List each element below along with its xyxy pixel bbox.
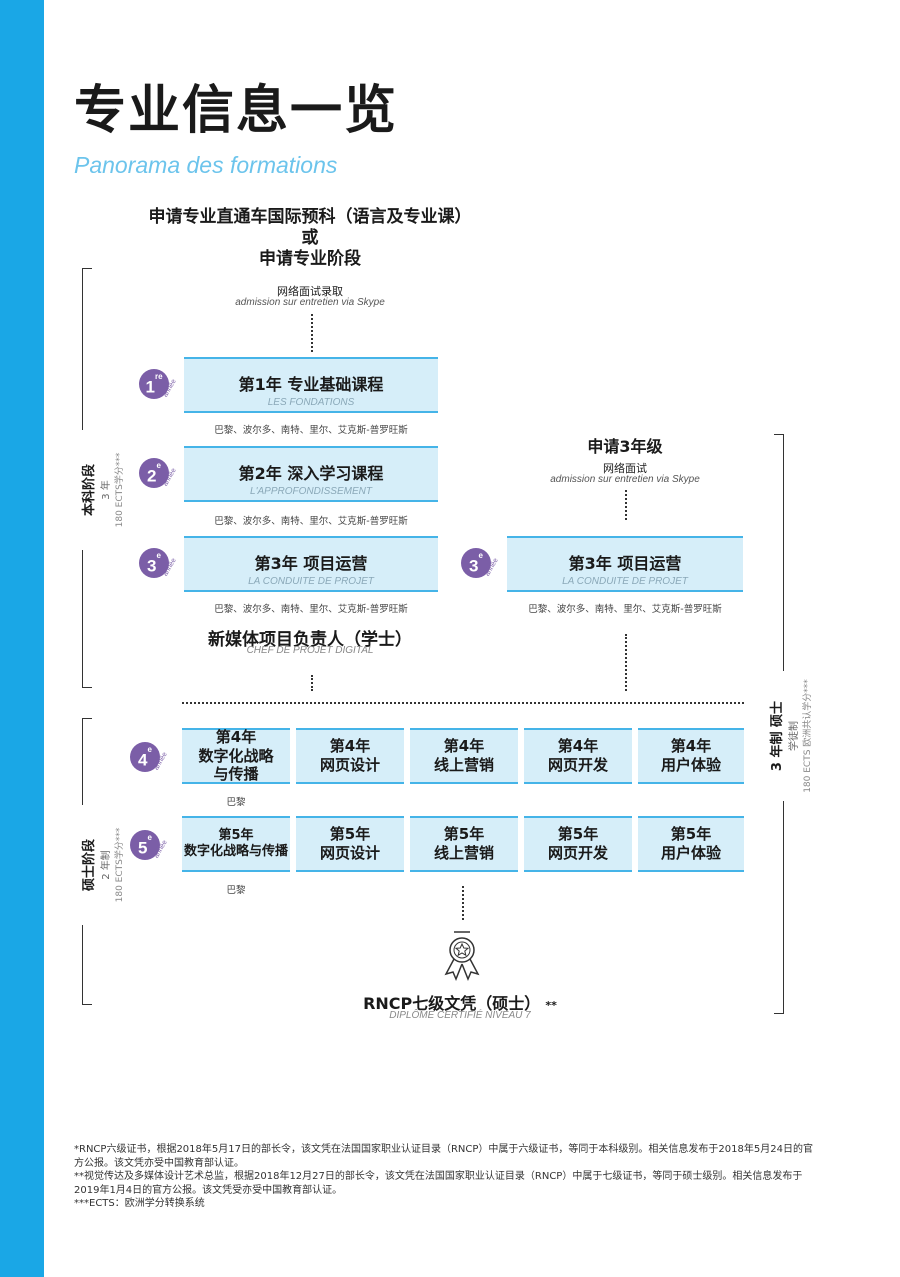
master-diploma-cn: RNCP七级文凭（硕士） xyxy=(363,994,541,1013)
year5-box-strategy: 第5年数字化战略与传播 xyxy=(182,816,290,872)
section-separator xyxy=(182,702,744,704)
left-accent-bar xyxy=(0,0,44,1277)
third-year-admission-cn: 网络面试 xyxy=(603,462,647,475)
master3-side-label: 3 年制 硕士 学徒制 180 ECTS 欧洲共认学分*** xyxy=(766,671,814,801)
year5-box-webdesign: 第5年网页设计 xyxy=(296,816,404,872)
master3-sub: 学徒制 xyxy=(789,721,800,751)
intro-line1: 申请专业直通车国际预科（语言及专业课） xyxy=(148,207,472,227)
connector-dots xyxy=(625,634,627,691)
connector-dots xyxy=(462,886,464,920)
year1-title: 第1年 专业基础课程 xyxy=(238,375,384,394)
year5-city: 巴黎 xyxy=(226,885,246,896)
intro-block: 申请专业直通车国际预科（语言及专业课） 或 申请专业阶段 xyxy=(90,207,530,270)
intro-line3: 申请专业阶段 xyxy=(259,249,361,269)
intro-admission-fr: admission sur entretien via Skype xyxy=(235,297,385,308)
master3-label: 3 年制 硕士 xyxy=(770,700,785,772)
third-year-box: 第3年 项目运营 LA CONDUITE DE PROJET xyxy=(507,536,743,592)
year2-title: 第2年 深入学习课程 xyxy=(238,464,384,483)
third-year-box-title: 第3年 项目运营 xyxy=(568,554,682,573)
bachelor-degree-fr: CHEF DE PROJET DIGITAL xyxy=(246,645,374,656)
connector-dots xyxy=(311,675,313,691)
year1-badge: 1re xyxy=(139,369,169,399)
year1-box: 第1年 专业基础课程 LES FONDATIONS xyxy=(184,357,438,413)
master-diploma-fr: DIPLÔME CERTIFIÉ NIVEAU 7 xyxy=(389,1010,531,1021)
year3-subtitle: LA CONDUITE DE PROJET xyxy=(248,576,374,587)
third-year-title: 申请3年级 xyxy=(587,437,663,456)
footnote-1: *RNCP六级证书，根据2018年5月17日的部长令，该文凭在法国国家职业认证目… xyxy=(74,1144,813,1169)
year5-box-marketing: 第5年线上营销 xyxy=(410,816,518,872)
third-year-admission-fr: admission sur entretien via Skype xyxy=(550,474,700,485)
year5-box-webdev: 第5年网页开发 xyxy=(524,816,632,872)
year4-box-webdev: 第4年网页开发 xyxy=(524,728,632,784)
master-diploma: RNCP七级文凭（硕士） ** xyxy=(290,990,630,1014)
year2-box: 第2年 深入学习课程 L'APPROFONDISSEMENT xyxy=(184,446,438,502)
master-label: 硕士阶段 xyxy=(82,839,97,892)
year4-box-ux: 第4年用户体验 xyxy=(638,728,744,784)
master-diploma-mark: ** xyxy=(545,999,557,1012)
year1-cities: 巴黎、波尔多、南特、里尔、艾克斯-普罗旺斯 xyxy=(214,425,408,436)
year3-title: 第3年 项目运营 xyxy=(254,554,368,573)
third-year-cities: 巴黎、波尔多、南特、里尔、艾克斯-普罗旺斯 xyxy=(528,604,722,615)
year3-badge: 3e xyxy=(139,548,169,578)
third-year-badge: 3e xyxy=(461,548,491,578)
bachelor-ects: 180 ECTS学分*** xyxy=(115,452,125,528)
year4-city: 巴黎 xyxy=(226,797,246,808)
year5-box-ux: 第5年用户体验 xyxy=(638,816,744,872)
bachelor-years: 3 年 xyxy=(101,480,112,500)
master-ects: 180 ECTS学分*** xyxy=(115,827,125,903)
bachelor-label: 本科阶段 xyxy=(82,464,97,517)
year4-box-strategy: 第4年数字化战略与传播 xyxy=(182,728,290,784)
year3-cities: 巴黎、波尔多、南特、里尔、艾克斯-普罗旺斯 xyxy=(214,604,408,615)
connector-dots xyxy=(625,490,627,520)
year4-box-marketing: 第4年线上营销 xyxy=(410,728,518,784)
year2-cities: 巴黎、波尔多、南特、里尔、艾克斯-普罗旺斯 xyxy=(214,516,408,527)
master-side-label: 硕士阶段 2 年制 180 ECTS学分*** xyxy=(78,805,125,925)
connector-dots xyxy=(311,314,313,352)
master3-ects: 180 ECTS 欧洲共认学分*** xyxy=(803,679,813,793)
year4-box-webdesign: 第4年网页设计 xyxy=(296,728,404,784)
page-subtitle: Panorama des formations xyxy=(74,152,338,178)
award-medal-icon xyxy=(444,931,480,981)
page-title: 专业信息一览 xyxy=(74,81,399,141)
footnote-3: ***ECTS：欧洲学分转换系统 xyxy=(74,1198,205,1209)
bachelor-side-label: 本科阶段 3 年 180 ECTS学分*** xyxy=(78,430,125,550)
master-years: 2 年制 xyxy=(101,850,112,880)
year5-badge: 5e xyxy=(130,830,160,860)
footnote-2: **视觉传达及多媒体设计艺术总监，根据2018年12月27日的部长令，该文凭在法… xyxy=(74,1171,803,1196)
year2-badge: 2e xyxy=(139,458,169,488)
bachelor-degree-cn: 新媒体项目负责人（学士） xyxy=(208,630,412,650)
footnotes: *RNCP六级证书，根据2018年5月17日的部长令，该文凭在法国国家职业认证目… xyxy=(74,1143,814,1211)
intro-admission-cn: 网络面试录取 xyxy=(277,285,343,298)
year2-subtitle: L'APPROFONDISSEMENT xyxy=(250,486,372,497)
intro-line2: 或 xyxy=(301,228,319,248)
year4-badge: 4e xyxy=(130,742,160,772)
third-year-box-subtitle: LA CONDUITE DE PROJET xyxy=(562,576,688,587)
year1-subtitle: LES FONDATIONS xyxy=(267,397,355,408)
year3-box: 第3年 项目运营 LA CONDUITE DE PROJET xyxy=(184,536,438,592)
